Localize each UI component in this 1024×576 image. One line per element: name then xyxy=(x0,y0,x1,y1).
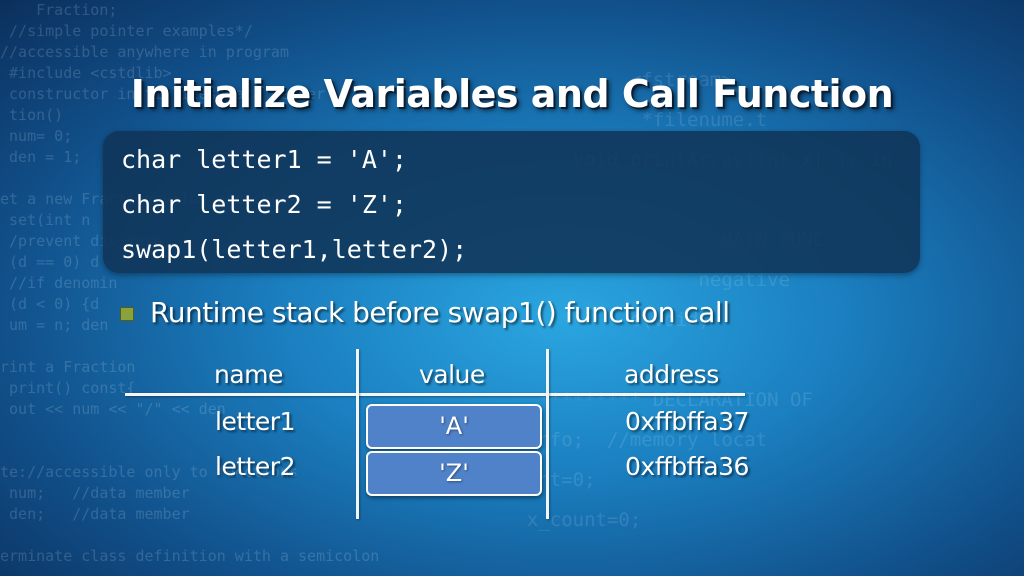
column-header-address: address xyxy=(624,360,719,389)
row-1-address: 0xffbffa37 xyxy=(625,407,749,436)
code-line-1: char letter1 = 'A'; xyxy=(121,145,407,174)
bullet-marker xyxy=(120,307,134,321)
code-block: char letter1 = 'A'; char letter2 = 'Z'; … xyxy=(103,131,920,273)
row-2-address: 0xffbffa36 xyxy=(625,452,749,481)
code-line-2: char letter2 = 'Z'; xyxy=(121,190,407,219)
row-1-value-box: 'A' xyxy=(366,404,542,449)
table-header-divider xyxy=(125,393,745,396)
code-line-3: swap1(letter1,letter2); xyxy=(121,235,468,264)
slide-title: Initialize Variables and Call Function xyxy=(130,72,894,116)
row-2-name: letter2 xyxy=(215,452,296,481)
bullet-text: Runtime stack before swap1() function ca… xyxy=(150,296,730,329)
column-header-value: value xyxy=(419,360,485,389)
row-2-value-box: 'Z' xyxy=(366,451,542,496)
row-1-name: letter1 xyxy=(215,407,296,436)
table-column-divider-2 xyxy=(546,349,549,519)
table-column-divider-1 xyxy=(356,349,359,519)
column-header-name: name xyxy=(214,360,283,389)
